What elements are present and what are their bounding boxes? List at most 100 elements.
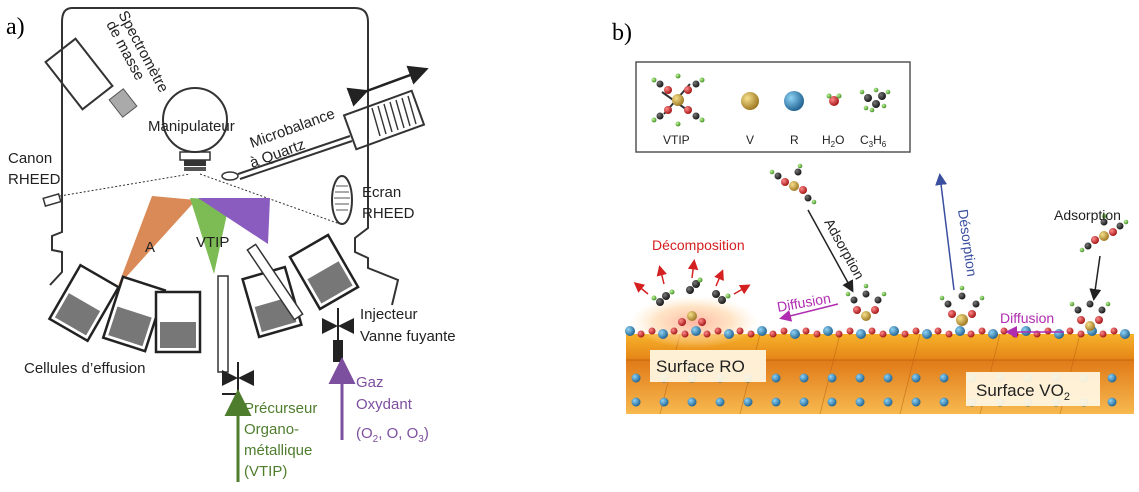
bulk-r-atom (687, 397, 697, 407)
adsorption-label-1: Adsorption (821, 216, 867, 282)
injector-label-1: Injecteur (360, 306, 418, 323)
bulk-r-atom (883, 373, 893, 383)
bulk-r-atom (743, 397, 753, 407)
precursor-label-3: métallique (244, 442, 312, 459)
quartz-microbalance (221, 65, 429, 181)
legend-r-label: R (790, 133, 799, 147)
surface-o-atom (1077, 330, 1085, 338)
molecule-adsorbing-2 (1079, 213, 1129, 253)
legend-vtip-molecule (651, 73, 705, 127)
legend: VTIP V R H2O C3H6 (635, 61, 911, 153)
surface-r-atom (856, 329, 866, 339)
surface-r-atom (724, 329, 734, 339)
oxidant-label-1: Gaz (356, 374, 384, 391)
legend-r-atom (784, 91, 804, 111)
surface-o-atom (846, 327, 854, 335)
surface-r-atom (1054, 329, 1064, 339)
surface-r-atom (955, 326, 965, 336)
surface-o-atom (747, 330, 755, 338)
surface-o-atom (736, 327, 744, 335)
surface-r-atom (691, 326, 701, 336)
decomposition-glow (630, 296, 758, 348)
surface-o-atom (802, 327, 810, 335)
oxidant-label-2: Oxydant (356, 396, 413, 413)
surface-r-atom (790, 329, 800, 339)
surface-o-atom (1110, 327, 1118, 335)
canon-label-1: Canon (8, 150, 52, 167)
rheed-beam-in (59, 173, 191, 197)
surface-o-atom (879, 330, 887, 338)
desorption-arrow (935, 173, 955, 291)
surface-o-atom (868, 327, 876, 335)
surface-o-atom (780, 327, 788, 335)
diffusion-arrow-1 (779, 303, 839, 322)
surface-o-atom (934, 327, 942, 335)
beam-a (118, 196, 196, 286)
surface-o-atom (1066, 327, 1074, 335)
surface-r-atom (922, 329, 932, 339)
diffusion-label-2: Diffusion (1000, 310, 1054, 326)
bulk-r-atom (855, 373, 865, 383)
beam-oxidant (198, 198, 270, 244)
surface-vo2-label: Surface VO2 (976, 381, 1070, 403)
surface-r-atom (658, 329, 668, 339)
precursor-label-2: Organo- (244, 421, 299, 438)
bulk-r-atom (631, 373, 641, 383)
panel-b-label: b) (612, 20, 632, 46)
rheed-beam-out (199, 173, 341, 225)
desorption-label: Désorption (955, 208, 980, 277)
rheed-gun (42, 193, 62, 207)
molecule-adsorbing-1 (769, 163, 817, 205)
surface-r-atom (889, 326, 899, 336)
chamber-outline (49, 7, 400, 306)
screen-label-2: RHEED (362, 205, 415, 222)
surface-o-atom (1044, 327, 1052, 335)
adsorption-arrow-2 (1089, 255, 1102, 301)
legend-v-label: V (746, 133, 754, 147)
molecule-adsorbed-1 (845, 283, 887, 321)
bulk-r-atom (939, 373, 949, 383)
injector-label-2: Vanne fuyante (360, 328, 456, 345)
beam-vtip-label: VTIP (196, 234, 229, 251)
surface-o-atom (670, 327, 678, 335)
panel-b: b) (612, 20, 1134, 415)
surface-vo2-box (966, 372, 1100, 406)
manipulator-label: Manipulateur (148, 118, 235, 135)
bulk-r-atom (911, 397, 921, 407)
molecule-adsorbed-2 (1069, 300, 1111, 331)
surface-o-atom (637, 330, 645, 338)
bulk-r-atom (631, 397, 641, 407)
injector (246, 243, 354, 362)
beam-a-label: A (145, 239, 155, 256)
surface-r-atom (625, 326, 635, 336)
molecule-decomposition (651, 277, 731, 326)
bulk-r-atom (827, 397, 837, 407)
bulk-r-atom (939, 397, 949, 407)
panel-a: a) Spectromètre de masse Manipulateur (6, 7, 456, 482)
legend-v-atom (741, 92, 759, 110)
surface-r-atom (988, 329, 998, 339)
mass-spectrometer (44, 37, 138, 118)
bulk-r-atom (771, 373, 781, 383)
decomposition-label: Décomposition (652, 237, 745, 253)
surface-r-atom (757, 326, 767, 336)
surface-ro-box (650, 350, 766, 382)
surface-o-atom (901, 330, 909, 338)
beam-vtip (190, 198, 230, 274)
bulk-r-atom (715, 397, 725, 407)
canon-label-2: RHEED (8, 171, 61, 188)
surface-o-atom (769, 330, 777, 338)
surface-o-atom (967, 330, 975, 338)
surface-o-atom (714, 327, 722, 335)
surface-o-atom (648, 327, 656, 335)
bulk-r-atom (911, 373, 921, 383)
legend-h2o-label: H2O (822, 133, 844, 149)
surface-r-atom (823, 326, 833, 336)
screen-label-1: Ecran (362, 184, 401, 201)
surface-o-atom (703, 330, 711, 338)
precursor-label-4: (VTIP) (244, 463, 287, 480)
legend-c3h6-molecule (859, 87, 891, 113)
surface-o-atom (978, 327, 986, 335)
bulk-r-atom (827, 373, 837, 383)
